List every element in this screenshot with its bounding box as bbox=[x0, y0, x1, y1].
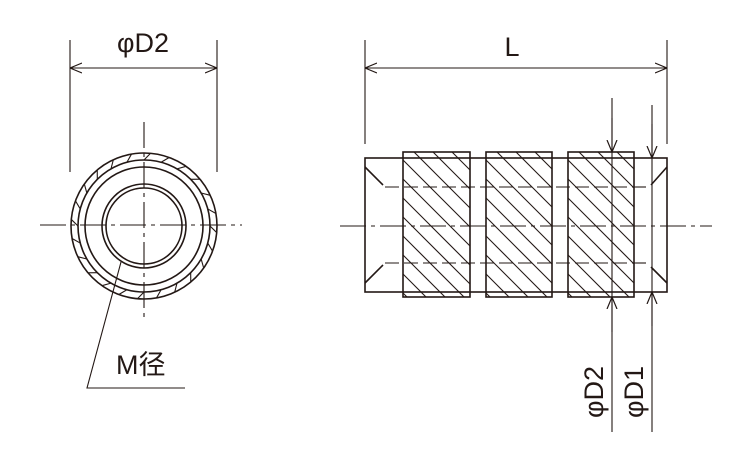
hatch-line bbox=[486, 178, 552, 246]
knurl-band-outline bbox=[485, 151, 553, 298]
front-view: φD2 M径 bbox=[40, 28, 242, 389]
hatch-line bbox=[486, 159, 552, 227]
front-d2-label: φD2 bbox=[117, 28, 169, 58]
hatch-line bbox=[568, 235, 630, 297]
knurl-tick bbox=[71, 238, 81, 244]
length-label: L bbox=[504, 32, 519, 62]
knurl-tick bbox=[137, 291, 145, 300]
knurl-tick bbox=[176, 165, 187, 170]
knurl-tick bbox=[74, 200, 81, 210]
knurl-tick bbox=[70, 219, 79, 227]
knurl-hatching bbox=[70, 152, 218, 300]
chamfer bbox=[650, 166, 668, 186]
knurl-tick bbox=[110, 159, 114, 169]
hatch-line bbox=[597, 152, 634, 189]
knurl-tick bbox=[77, 256, 87, 260]
hatch-line bbox=[568, 216, 634, 284]
knurl-tick bbox=[174, 283, 178, 293]
hatch-line bbox=[568, 178, 634, 246]
chamfer bbox=[364, 166, 384, 186]
knurl-tick bbox=[207, 208, 217, 214]
hatch-line bbox=[432, 152, 470, 190]
knurl-tick bbox=[207, 242, 214, 252]
hatch-line bbox=[616, 152, 634, 170]
hatch-line bbox=[486, 197, 552, 265]
knurl-tick bbox=[126, 153, 132, 163]
hatch-line bbox=[636, 152, 750, 297]
thread-size-label: M径 bbox=[116, 350, 166, 380]
chamfer bbox=[364, 264, 384, 284]
hatch-line bbox=[403, 197, 470, 266]
hatch-line bbox=[403, 216, 470, 285]
knurl-tick bbox=[160, 156, 170, 163]
knurl-band bbox=[567, 151, 750, 298]
hatch-line bbox=[413, 152, 470, 209]
side-view: L φD2 φD1 bbox=[243, 32, 750, 432]
knurl-band-outline bbox=[402, 151, 471, 298]
hatch-line bbox=[578, 152, 634, 208]
knurl-tick bbox=[200, 258, 205, 269]
thread-leader-line bbox=[86, 261, 185, 389]
hatch-line bbox=[403, 235, 465, 297]
hatch-line bbox=[568, 197, 634, 265]
hatch-line bbox=[403, 254, 446, 297]
chamfer bbox=[650, 266, 668, 284]
hatch-line bbox=[403, 159, 470, 228]
body-outline bbox=[364, 157, 668, 293]
hatch-line bbox=[486, 235, 548, 297]
hatch-line bbox=[486, 254, 529, 297]
hatch-line bbox=[243, 152, 388, 297]
side-d2-label: φD2 bbox=[579, 366, 609, 418]
knurl-tick bbox=[118, 289, 128, 296]
hatch-line bbox=[515, 152, 552, 189]
knurl-tick bbox=[101, 282, 112, 287]
hatch-line bbox=[568, 254, 611, 297]
hatch-line bbox=[403, 273, 427, 297]
knurl-tick bbox=[83, 183, 88, 194]
hatch-line bbox=[403, 292, 408, 297]
hatch-line bbox=[496, 152, 552, 208]
knurl-band-outline bbox=[567, 151, 635, 298]
hatch-line bbox=[403, 178, 470, 247]
knurl-tick bbox=[209, 225, 218, 233]
side-d1-label: φD1 bbox=[619, 366, 649, 418]
knurl-tick bbox=[143, 152, 151, 161]
knurl-band bbox=[243, 151, 471, 298]
knurl-tick bbox=[201, 192, 211, 196]
knurl-band bbox=[485, 151, 553, 298]
knurl-tick bbox=[156, 289, 162, 299]
hatch-line bbox=[568, 159, 634, 227]
hatch-line bbox=[486, 216, 552, 284]
